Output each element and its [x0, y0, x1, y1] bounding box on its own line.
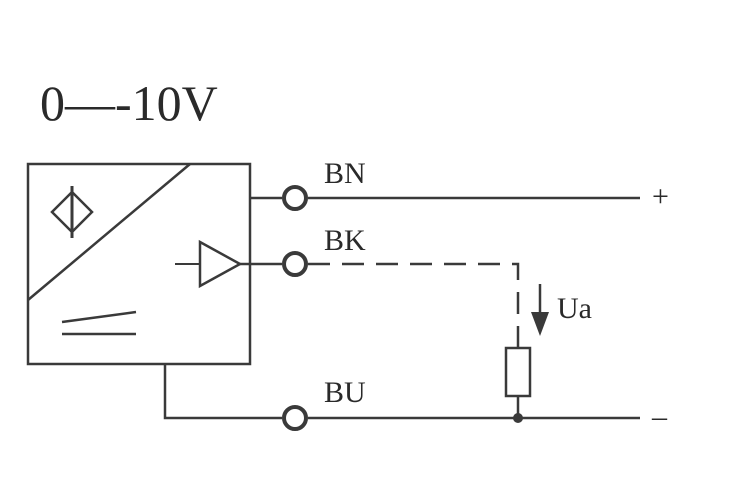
- wire-bn-label: BN: [324, 157, 366, 190]
- terminal-plus-label: +: [652, 180, 669, 213]
- wire-bu-label: BU: [324, 376, 366, 409]
- voltage-arrow-icon: [531, 284, 549, 336]
- amplifier-icon: [175, 239, 243, 289]
- output-voltage-label: Ua: [557, 292, 592, 325]
- junction-dot: [513, 413, 523, 423]
- terminal-minus-label: –: [651, 400, 668, 433]
- wire-bk: [240, 262, 520, 348]
- switch-symbol-icon: [61, 310, 137, 336]
- terminal-bn: [282, 185, 308, 211]
- terminal-bu: [282, 405, 308, 431]
- wire-bu: [163, 364, 640, 420]
- load-resistor: [504, 346, 532, 398]
- wire-bk-label: BK: [324, 224, 366, 257]
- diagram-title: 0—-10V: [40, 75, 218, 131]
- sensing-element-icon: [50, 186, 94, 238]
- terminal-bk: [282, 251, 308, 277]
